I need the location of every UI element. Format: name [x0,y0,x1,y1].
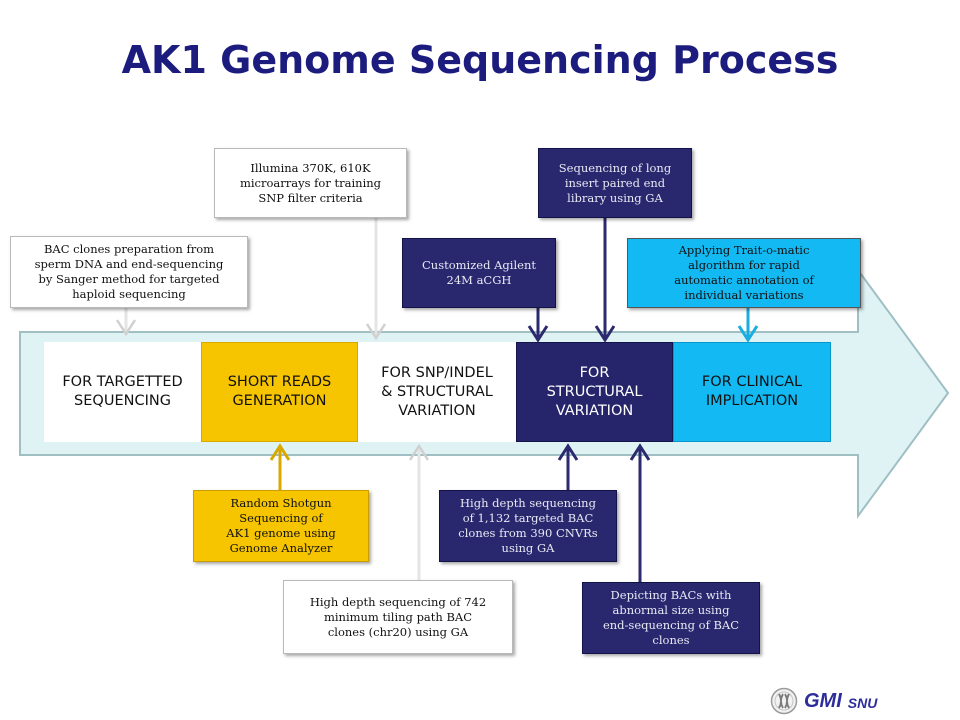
stage-short-reads-generation: SHORT READS GENERATION [201,342,358,442]
note-high-depth-742: High depth sequencing of 742 minimum til… [283,580,513,654]
page-title: AK1 Genome Sequencing Process [121,38,839,82]
connector-bac [115,308,137,337]
gmi-snu-logo: GMI SNU [770,686,920,716]
stage-structural-variation: FOR STRUCTURAL VARIATION [516,342,673,442]
note-agilent: Customized Agilent 24M aCGH [402,238,556,308]
chromosome-logo-icon [770,687,798,715]
note-long-insert: Sequencing of long insert paired end lib… [538,148,692,218]
connector-742 [408,443,430,580]
connector-illumina [365,218,387,341]
note-random-shotgun: Random Shotgun Sequencing of AK1 genome … [193,490,369,562]
connector-trait-o-matic [737,308,759,343]
connector-shotgun [269,443,291,490]
logo-text-snu: SNU [847,695,878,711]
stage-targeted-sequencing: FOR TARGETTED SEQUENCING [44,342,201,442]
note-illumina: Illumina 370K, 610K microarrays for trai… [214,148,407,218]
note-trait-o-matic: Applying Trait-o-matic algorithm for rap… [627,238,861,308]
note-high-depth-1132: High depth sequencing of 1,132 targeted … [439,490,617,562]
connector-1132 [557,443,579,490]
connector-long-insert [594,218,616,343]
stage-clinical-implication: FOR CLINICAL IMPLICATION [673,342,831,442]
logo-text-gmi: GMI [804,689,842,712]
connector-depicting [629,443,651,582]
note-bac-clones: BAC clones preparation from sperm DNA an… [10,236,248,308]
connector-agilent [527,308,549,343]
stage-snp-indel-structural: FOR SNP/INDEL & STRUCTURAL VARIATION [358,342,516,442]
note-depicting-bacs: Depicting BACs with abnormal size using … [582,582,760,654]
